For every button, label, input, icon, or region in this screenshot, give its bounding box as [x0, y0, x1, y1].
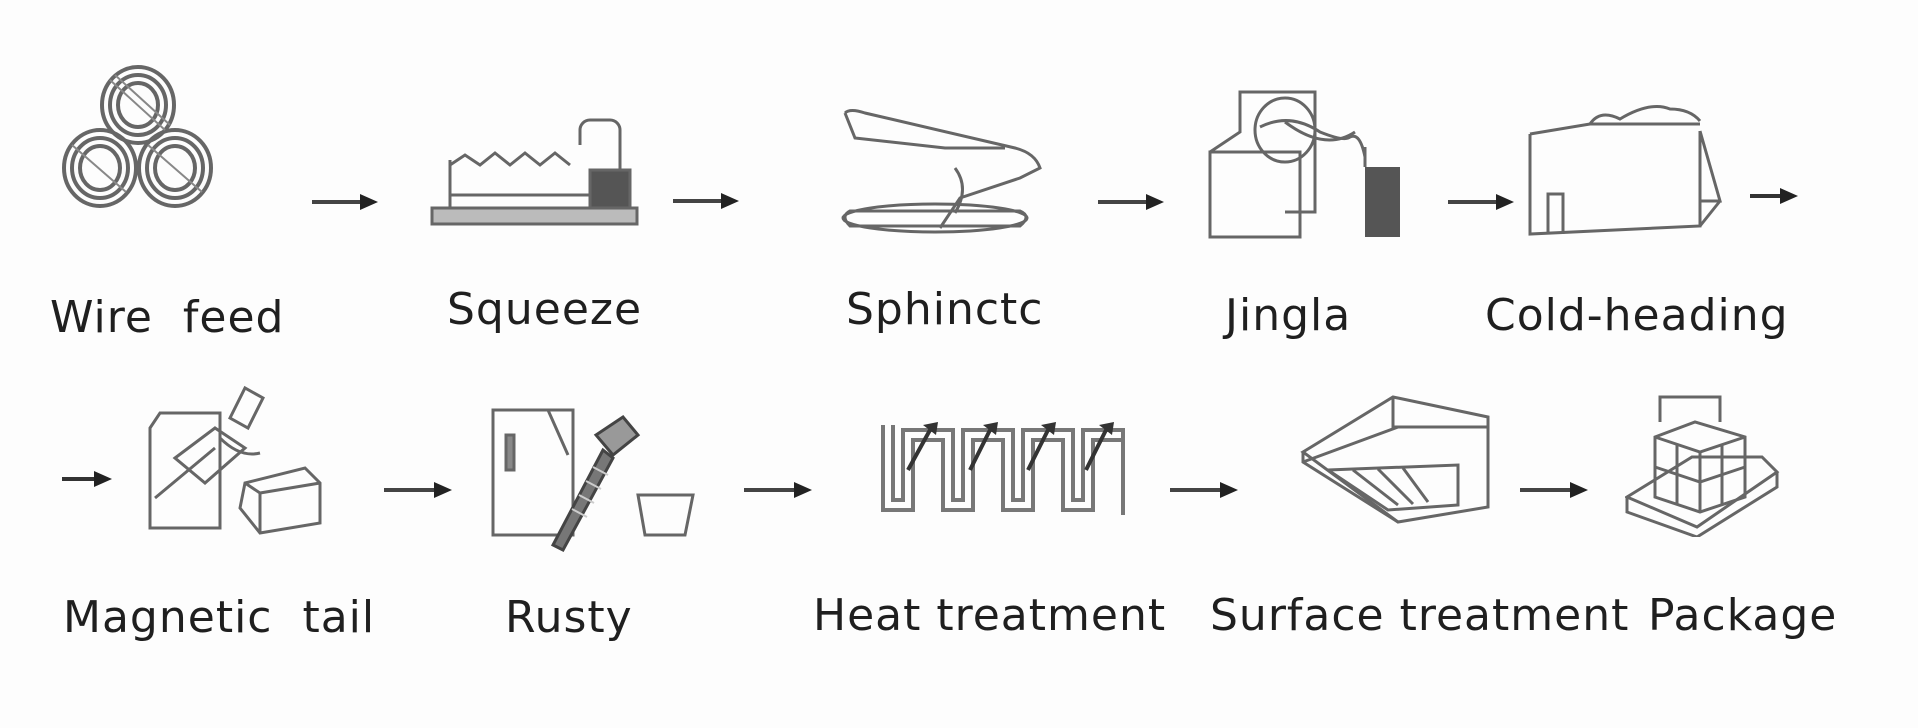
step-label-jingla: Jingla — [1225, 290, 1352, 341]
package-boxes-icon — [1625, 392, 1780, 537]
arrow-10-icon — [1520, 479, 1588, 501]
step-label-surface-treatment: Surface treatment — [1210, 590, 1630, 641]
jingla-machine-icon — [1205, 82, 1405, 242]
surface-treatment-building-icon — [1298, 392, 1493, 527]
arrow-8-icon — [744, 479, 812, 501]
screw-icon — [488, 405, 698, 555]
step-label-package: Package — [1648, 590, 1838, 641]
cold-heading-machine-icon — [1528, 104, 1728, 244]
step-label-magnetic-tail: Magnetic tail — [63, 592, 376, 643]
arrow-6-icon — [62, 468, 112, 490]
step-label-heat-treatment: Heat treatment — [813, 590, 1167, 641]
arrow-7-icon — [384, 479, 452, 501]
step-label-wire-feed: Wire feed — [50, 292, 285, 343]
arrow-9-icon — [1170, 479, 1238, 501]
arrow-2-icon — [673, 190, 739, 212]
sphinctc-machine-icon — [835, 108, 1050, 238]
heat-furnace-icon — [878, 410, 1148, 515]
squeeze-machine-icon — [430, 100, 640, 230]
wire-coil-icon — [60, 60, 215, 210]
arrow-1-icon — [312, 191, 378, 213]
arrow-4-icon — [1448, 191, 1514, 213]
arrow-5-icon — [1750, 185, 1798, 207]
step-label-cold-heading: Cold-heading — [1485, 290, 1789, 341]
step-label-sphinctc: Sphinctc — [846, 284, 1044, 335]
magnetic-tail-machine-icon — [145, 378, 325, 543]
step-label-squeeze: Squeeze — [447, 284, 643, 335]
step-label-rusty: Rusty — [505, 592, 633, 643]
arrow-3-icon — [1098, 191, 1164, 213]
